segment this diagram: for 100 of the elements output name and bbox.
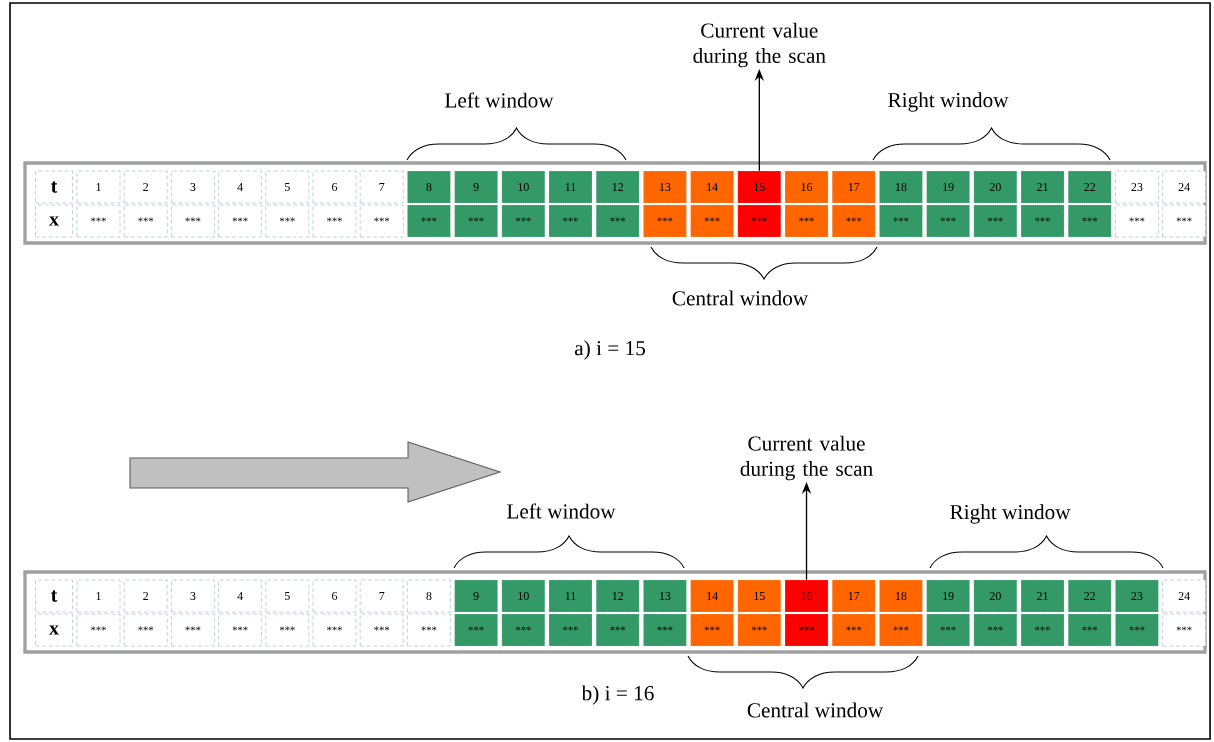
table-cell: 24 (1162, 579, 1206, 613)
table-cell: 21 (1020, 579, 1065, 613)
table-cell: 4 (218, 170, 262, 204)
table-cell: *** (218, 204, 262, 238)
brace-label: Right window (888, 92, 1009, 112)
table-cell: 10 (501, 579, 546, 613)
table-cell: 3 (171, 170, 215, 204)
table-cell: *** (784, 613, 829, 647)
table-cell: 9 (454, 170, 498, 204)
table-cell: 14 (690, 170, 734, 204)
table-cell: *** (879, 204, 923, 238)
table-cell: *** (643, 613, 687, 647)
table-cell: 19 (926, 170, 970, 204)
table-cell: 15 (737, 170, 782, 204)
table-cell: 1 (76, 170, 121, 204)
table-cell: *** (548, 613, 593, 647)
brace-label: Left window (445, 92, 554, 108)
table-cell: *** (501, 613, 546, 647)
table-cell: 5 (265, 579, 310, 613)
table-cell: 13 (643, 579, 687, 613)
table-cell: 17 (831, 170, 876, 204)
table-cell: *** (595, 613, 640, 647)
table-cell: *** (1020, 613, 1065, 647)
row-header: t (35, 170, 73, 204)
table-cell: 22 (1067, 579, 1112, 613)
table-cell: *** (312, 613, 357, 647)
table-cell: *** (548, 204, 593, 238)
table-cell: *** (265, 613, 310, 647)
table-cell: 8 (407, 579, 451, 613)
table-cell: 16 (784, 170, 829, 204)
table-cell: *** (1067, 204, 1112, 238)
table-cell: *** (265, 204, 310, 238)
table-cell: 2 (123, 170, 168, 204)
table-cell: *** (595, 204, 640, 238)
table-cell: *** (407, 613, 451, 647)
table-cell: *** (879, 613, 923, 647)
table-cell: 5 (265, 170, 310, 204)
table-cell: *** (123, 613, 168, 647)
row-header: x (35, 204, 73, 238)
table-cell: *** (76, 613, 121, 647)
table-cell: 11 (548, 170, 593, 204)
table-cell: 11 (548, 579, 593, 613)
table-cell: *** (1115, 613, 1159, 647)
table-cell: 14 (690, 579, 734, 613)
table-cell: 7 (359, 170, 404, 204)
table-cell: *** (926, 613, 970, 647)
table-cell: 9 (454, 579, 498, 613)
table-cell: *** (171, 204, 215, 238)
table-cell: *** (973, 204, 1018, 238)
annotation-text: Current value during the scan (740, 435, 873, 481)
brace-label: Central window (747, 702, 884, 718)
table-cell: 6 (312, 170, 357, 204)
table-cell: 16 (784, 579, 829, 613)
table-cell: 24 (1162, 170, 1206, 204)
table-cell: 23 (1115, 579, 1159, 613)
table-cell: 18 (879, 170, 923, 204)
table-cell: 3 (171, 579, 215, 613)
table-cell: *** (737, 204, 782, 238)
row-header: t (35, 579, 73, 613)
table-cell: 8 (407, 170, 451, 204)
table-cell: 21 (1020, 170, 1065, 204)
table-cell: *** (784, 204, 829, 238)
table-cell: 7 (359, 579, 404, 613)
brace-label: Right window (950, 504, 1071, 524)
table-cell: *** (926, 204, 970, 238)
table-cell: *** (831, 613, 876, 647)
table-cell: 1 (76, 579, 121, 613)
brace-label: Left window (507, 503, 616, 519)
table-cell: 6 (312, 579, 357, 613)
table-cell: *** (407, 204, 451, 238)
table-cell: *** (737, 613, 782, 647)
panel-caption: b) i = 16 (581, 685, 654, 705)
table-cell: *** (690, 613, 734, 647)
annotation-text: Current value during the scan (693, 22, 826, 68)
table-cell: 22 (1067, 170, 1112, 204)
table-cell: 23 (1115, 170, 1159, 204)
table-cell: 12 (595, 579, 640, 613)
table-cell: 4 (218, 579, 262, 613)
table-cell: 2 (123, 579, 168, 613)
table-cell: 15 (737, 579, 782, 613)
table-cell: 12 (595, 170, 640, 204)
table-cell: 10 (501, 170, 546, 204)
table-cell: *** (359, 613, 404, 647)
table-cell: *** (76, 204, 121, 238)
table-cell: *** (1115, 204, 1159, 238)
table-cell: *** (831, 204, 876, 238)
table-cell: 17 (831, 579, 876, 613)
table-cell: 19 (926, 579, 970, 613)
row-header: x (35, 613, 73, 647)
table-cell: *** (359, 204, 404, 238)
table-cell: 20 (973, 579, 1018, 613)
table-cell: *** (218, 613, 262, 647)
brace-label: Central window (672, 290, 809, 306)
table-cell: *** (454, 204, 498, 238)
table-cell: *** (1162, 204, 1206, 238)
table-cell: *** (1020, 204, 1065, 238)
table-cell: 18 (879, 579, 923, 613)
table-cell: 20 (973, 170, 1018, 204)
table-cell: *** (312, 204, 357, 238)
table-cell: *** (501, 204, 546, 238)
